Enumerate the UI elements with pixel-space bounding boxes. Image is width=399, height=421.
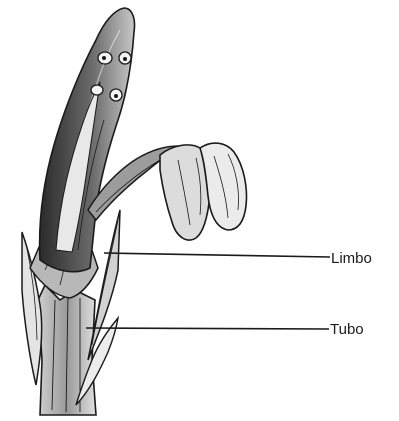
tube-base [38, 285, 96, 415]
upper-hood [40, 8, 135, 272]
label-tubo: Tubo [330, 322, 364, 337]
label-limbo: Limbo [331, 251, 372, 266]
tubo-leader-line [86, 328, 329, 329]
limbo-leader-line [104, 253, 330, 257]
lower-lip-lobes [160, 143, 247, 240]
